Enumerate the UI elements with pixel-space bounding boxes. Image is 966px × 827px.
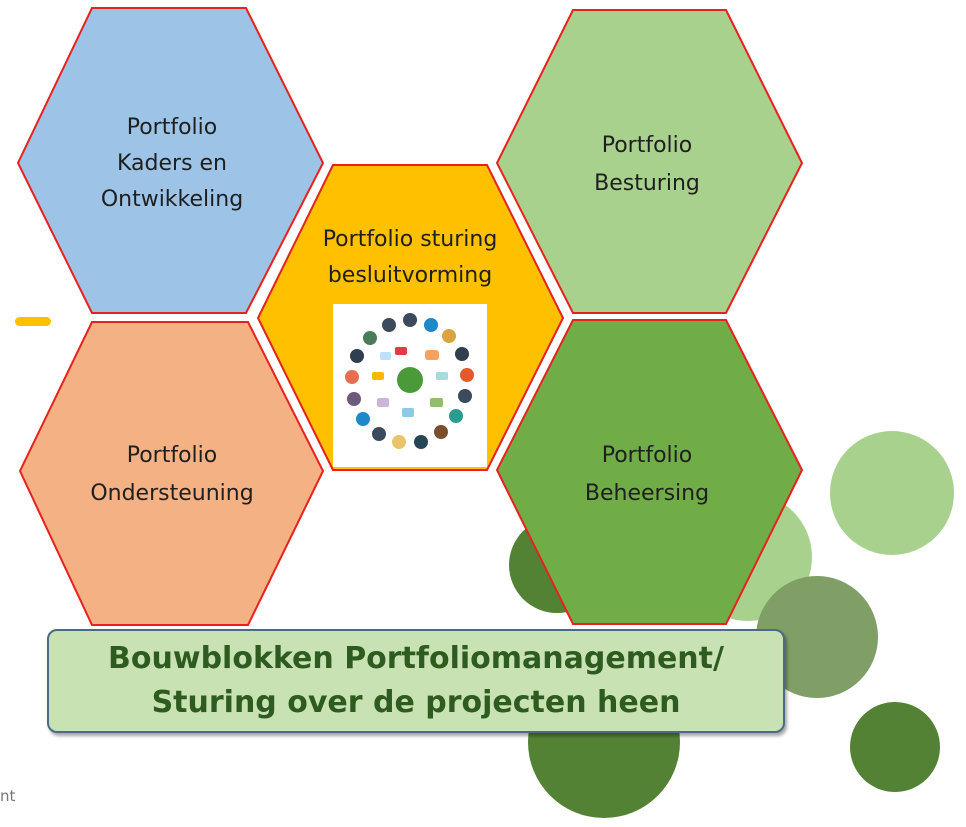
hex-kaders-line3: Ontwikkeling <box>101 187 243 212</box>
hex-ondersteuning-line1: Portfolio <box>127 443 218 468</box>
people-around-table-image <box>333 304 487 467</box>
hex-besturing-shape <box>495 9 804 314</box>
corner-text: nt <box>0 787 16 805</box>
banner-line2: Sturing over de projecten heen <box>151 685 681 720</box>
hex-beheersing-line2: Beheersing <box>585 481 709 506</box>
hex-sturing-line1: Portfolio sturing <box>323 227 498 252</box>
hex-kaders-shape <box>16 7 325 314</box>
title-banner: Bouwblokken Portfoliomanagement/ Sturing… <box>47 629 785 733</box>
hex-kaders-line1: Portfolio <box>127 115 218 140</box>
hex-sturing-line2: besluitvorming <box>328 263 492 288</box>
hex-beheersing-line1: Portfolio <box>602 443 693 468</box>
accent-dash <box>15 317 51 326</box>
decor-circle <box>850 702 940 792</box>
hex-ondersteuning: Portfolio Ondersteuning <box>18 321 325 626</box>
hex-beheersing-shape <box>495 319 804 625</box>
table-items <box>372 347 448 417</box>
hex-ondersteuning-line2: Ondersteuning <box>90 481 253 506</box>
hex-besturing: Portfolio Besturing <box>495 9 804 314</box>
people-ring <box>345 313 474 449</box>
hex-kaders: Portfolio Kaders en Ontwikkeling <box>16 7 325 314</box>
hex-besturing-line1: Portfolio <box>602 133 693 158</box>
hex-sturing: Portfolio sturing besluitvorming <box>256 164 565 471</box>
decor-circle <box>756 576 878 698</box>
hex-kaders-line2: Kaders en <box>117 151 227 176</box>
decor-circle <box>830 431 954 555</box>
hex-ondersteuning-shape <box>18 321 325 626</box>
hex-besturing-line2: Besturing <box>594 171 700 196</box>
banner-line1: Bouwblokken Portfoliomanagement/ <box>108 641 724 676</box>
hex-beheersing: Portfolio Beheersing <box>495 319 804 625</box>
